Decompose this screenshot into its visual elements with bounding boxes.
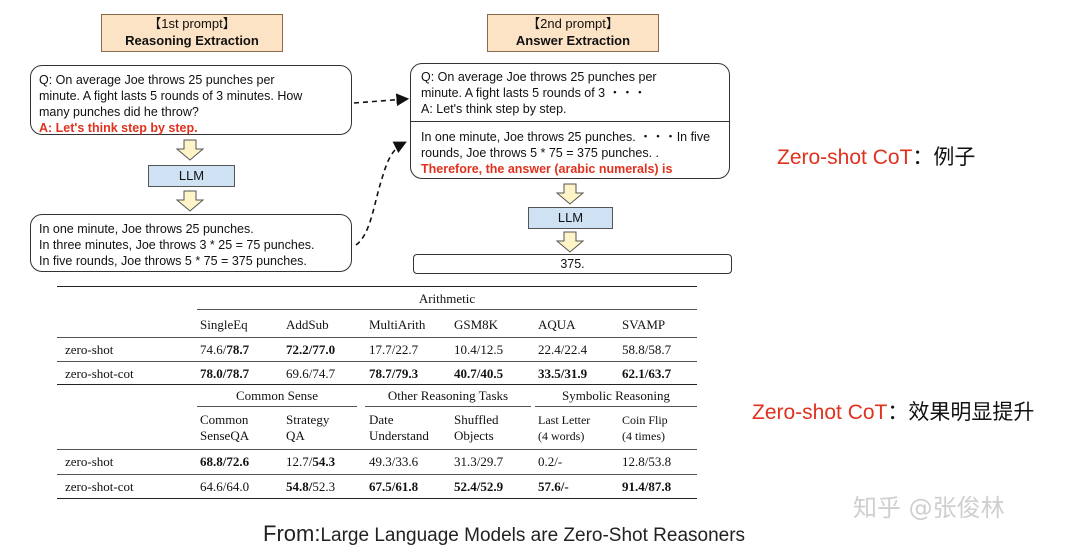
- table-group-arithmetic: Arithmetic: [418, 291, 476, 306]
- table-group-common-sense: Common Sense: [236, 388, 318, 403]
- table-header: SVAMP: [622, 317, 666, 332]
- table-cell: 52.4/52.9: [454, 479, 504, 494]
- prompt2-answer-box: 375.: [413, 254, 732, 274]
- table-cell: 33.5/31.9: [538, 366, 588, 381]
- prompt1-output-line: In one minute, Joe throws 25 punches.: [39, 222, 254, 236]
- table-row-label: zero-shot: [65, 454, 114, 469]
- table-header: MultiArith: [369, 317, 426, 332]
- prompt1-trigger: A: Let's think step by step.: [39, 121, 198, 135]
- table-header: Last Letter(4 words): [538, 413, 591, 443]
- table-cell: 12.8/53.8: [622, 454, 672, 469]
- table-cell: 58.8/58.7: [622, 342, 672, 357]
- table-cell: 57.6/-: [538, 479, 569, 494]
- prompt2-llm-box: LLM: [528, 207, 613, 229]
- table-group-rule: [197, 406, 357, 407]
- dashed-connector-arrows: [353, 93, 410, 246]
- table-rule: [57, 449, 697, 450]
- prompt2-reasoning-line: rounds, Joe throws 5 * 75 = 375 punches.…: [421, 146, 660, 160]
- table-rule: [57, 337, 697, 338]
- table-cell: 74.6/78.7: [200, 342, 250, 357]
- table-bottom-rule: [57, 498, 697, 499]
- prompt1-output-box: In one minute, Joe throws 25 punches. In…: [30, 214, 352, 272]
- side-label-cn: ：例子: [912, 146, 976, 169]
- table-row-label: zero-shot-cot: [65, 366, 134, 381]
- table-rule: [57, 474, 697, 475]
- side-label-cn: ：效果明显提升: [887, 401, 1035, 424]
- table-cell: 49.3/33.6: [369, 454, 419, 469]
- table-cell: 40.7/40.5: [454, 366, 504, 381]
- table-cell: 31.3/29.7: [454, 454, 504, 469]
- prompt2-header: 【2nd prompt】 Answer Extraction: [487, 14, 659, 52]
- prompt1-question-line: Q: On average Joe throws 25 punches per: [39, 73, 275, 87]
- table-cell: 17.7/22.7: [369, 342, 419, 357]
- table-cell: 91.4/87.8: [622, 479, 672, 494]
- prompt1-header-line1: 【1st prompt】: [148, 16, 236, 31]
- table-cell: 67.5/61.8: [369, 479, 419, 494]
- prompt2-reasoning-section: In one minute, Joe throws 25 punches. ・・…: [411, 122, 729, 177]
- side-label-improvement: Zero-shot CoT：效果明显提升: [752, 396, 1034, 426]
- table-cell: 64.6/64.0: [200, 479, 250, 494]
- down-arrow-icon: [175, 190, 205, 212]
- footer-from: From:: [263, 521, 321, 546]
- table-cell: 54.8/52.3: [286, 479, 336, 494]
- table-cell: 78.7/79.3: [369, 366, 419, 381]
- table-cell: 78.0/78.7: [200, 366, 250, 381]
- table-row-label: zero-shot: [65, 342, 114, 357]
- table-rule: [57, 361, 697, 362]
- table-cell: 10.4/12.5: [454, 342, 504, 357]
- prompt2-question-section: Q: On average Joe throws 25 punches per …: [411, 64, 729, 122]
- table-group-rule: [535, 406, 697, 407]
- prompt2-input-box: Q: On average Joe throws 25 punches per …: [410, 63, 730, 179]
- down-arrow-icon: [175, 139, 205, 161]
- table-cell: 68.8/72.6: [200, 454, 250, 469]
- prompt2-question-line: A: Let's think step by step.: [421, 102, 567, 116]
- watermark: 知乎 @张俊林: [853, 494, 1005, 522]
- down-arrow-icon: [555, 231, 585, 253]
- table-cell: 72.2/77.0: [286, 342, 336, 357]
- prompt2-reasoning-line: In one minute, Joe throws 25 punches. ・・…: [421, 130, 711, 144]
- table-header: SingleEq: [200, 317, 248, 332]
- table-row-label: zero-shot-cot: [65, 479, 134, 494]
- table-cell: 0.2/-: [538, 454, 563, 469]
- prompt1-question-line: minute. A fight lasts 5 rounds of 3 minu…: [39, 89, 303, 103]
- table-header: AQUA: [538, 317, 576, 332]
- table-cell: 69.6/74.7: [286, 366, 336, 381]
- table-cell: 22.4/22.4: [538, 342, 588, 357]
- down-arrow-icon: [555, 183, 585, 205]
- prompt1-header: 【1st prompt】 Reasoning Extraction: [101, 14, 283, 52]
- prompt2-header-line1: 【2nd prompt】: [527, 16, 619, 31]
- table-cell: 62.1/63.7: [622, 366, 672, 381]
- side-label-example: Zero-shot CoT：例子: [777, 141, 975, 171]
- table-header: Coin Flip(4 times): [622, 413, 668, 443]
- table-group-rule: [365, 406, 531, 407]
- table-cell: 12.7/54.3: [286, 454, 336, 469]
- prompt1-header-line2: Reasoning Extraction: [125, 33, 259, 48]
- prompt2-header-line2: Answer Extraction: [515, 33, 631, 48]
- prompt1-question-line: many punches did he throw?: [39, 105, 199, 119]
- footer-citation: From:Large Language Models are Zero-Shot…: [263, 521, 745, 547]
- results-table: Arithmetic SingleEq AddSub MultiArith GS…: [57, 285, 697, 500]
- prompt2-trigger: Therefore, the answer (arabic numerals) …: [421, 162, 673, 176]
- table-top-rule: [57, 286, 697, 287]
- table-header: AddSub: [286, 317, 329, 332]
- table-rule: [57, 384, 697, 385]
- prompt2-question-line: Q: On average Joe throws 25 punches per: [421, 70, 657, 84]
- side-label-en: Zero-shot CoT: [752, 401, 888, 424]
- table-group-symbolic: Symbolic Reasoning: [562, 388, 670, 403]
- prompt1-output-line: In three minutes, Joe throws 3 * 25 = 75…: [39, 238, 315, 252]
- prompt1-question-box: Q: On average Joe throws 25 punches per …: [30, 65, 352, 135]
- side-label-en: Zero-shot CoT: [777, 146, 913, 169]
- prompt2-question-line: minute. A fight lasts 5 rounds of 3 ・・・: [421, 86, 647, 100]
- prompt1-output-line: In five rounds, Joe throws 5 * 75 = 375 …: [39, 254, 307, 268]
- table-header: GSM8K: [454, 317, 499, 332]
- table-group-other-reasoning: Other Reasoning Tasks: [387, 388, 509, 403]
- table-group-rule: [197, 309, 697, 310]
- footer-title: Large Language Models are Zero-Shot Reas…: [320, 525, 746, 546]
- prompt1-llm-box: LLM: [148, 165, 235, 187]
